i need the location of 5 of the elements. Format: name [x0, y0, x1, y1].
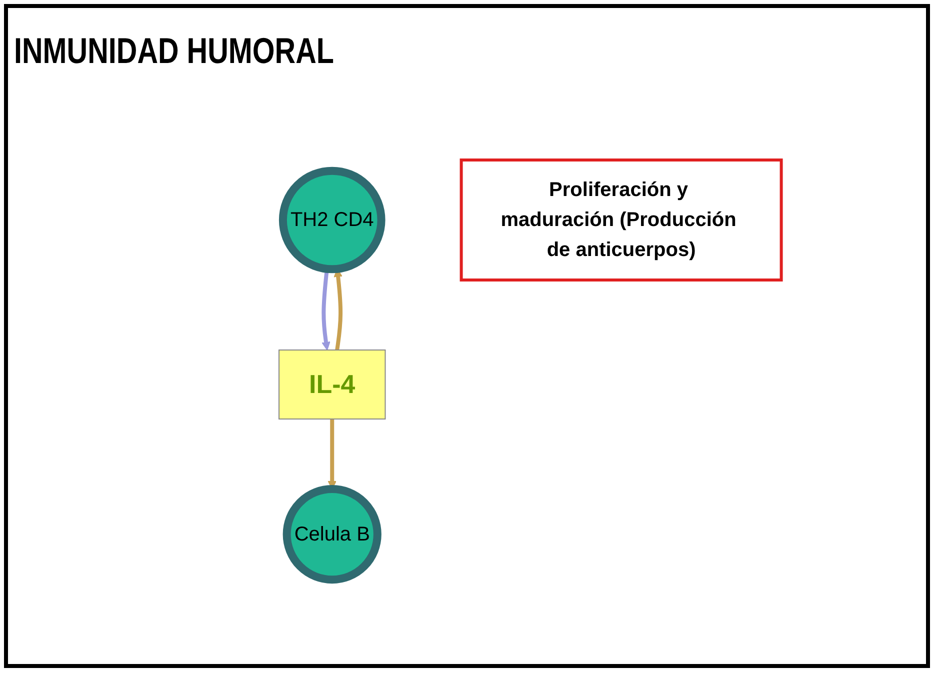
- node-box: IL-4: [278, 350, 386, 420]
- diagram-title: INMUNIDAD HUMORAL: [14, 30, 334, 72]
- node-circle: Celula B: [282, 485, 382, 584]
- node-circle: TH2 CD4: [278, 167, 386, 274]
- node-box: Proliferación y maduración (Producción de anticuerpos): [460, 158, 783, 282]
